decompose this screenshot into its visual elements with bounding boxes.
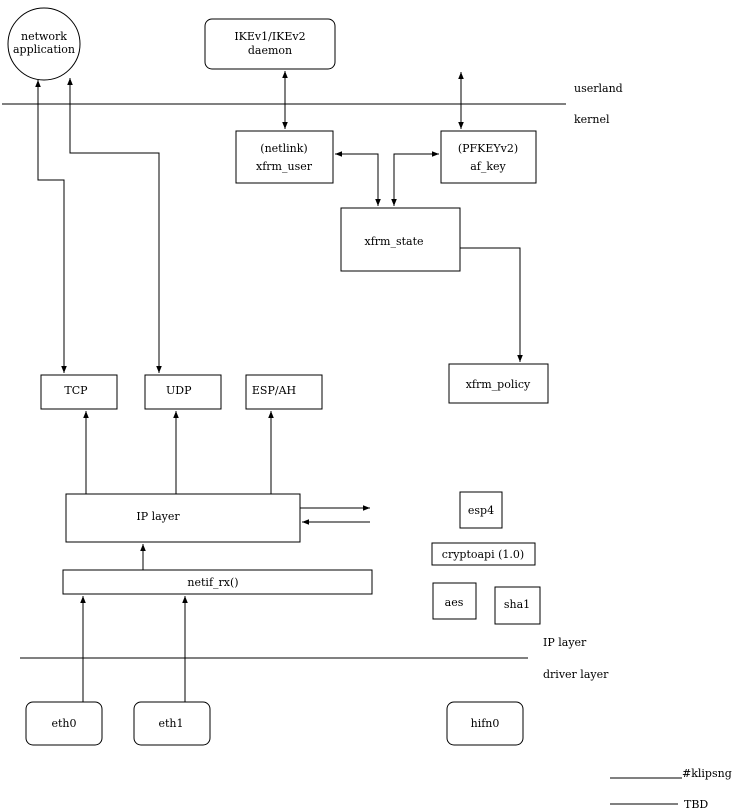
udp-label: UDP xyxy=(166,384,192,397)
eth0-label: eth0 xyxy=(51,717,76,730)
xfrm-policy-node xyxy=(448,363,549,404)
esp-ah-node xyxy=(245,374,323,410)
userland-label: userland xyxy=(574,82,623,95)
esp-ah-label: ESP/AH xyxy=(252,384,296,397)
udp-node xyxy=(144,374,222,410)
tcp-label: TCP xyxy=(64,384,88,397)
network-application-label-line1: network xyxy=(21,30,67,43)
ip-layer-label: IP layer xyxy=(543,636,587,649)
eth1-node xyxy=(133,701,211,746)
driver-layer-label: driver layer xyxy=(543,668,609,681)
af-key-label-line1: (PFKEYv2) xyxy=(458,142,518,155)
ike-daemon-label-line2: daemon xyxy=(248,44,292,57)
xfrm-state-node xyxy=(340,207,461,272)
xfrm-user-state-arrow xyxy=(335,151,381,206)
hifn0-node xyxy=(446,701,524,746)
legend-klipsng-label: #klipsng xyxy=(682,767,732,780)
app-udp-arrow xyxy=(67,78,162,373)
xfrm-user-node xyxy=(235,130,334,184)
network-application-label-line2: application xyxy=(13,43,75,56)
app-tcp-arrow xyxy=(35,80,67,373)
af-key-label-line2: af_key xyxy=(470,160,506,173)
esp4-node xyxy=(459,491,503,529)
sha1-node xyxy=(494,586,541,625)
cryptoapi-node xyxy=(431,542,536,566)
kernel-label: kernel xyxy=(574,113,610,126)
hifn0-label: hifn0 xyxy=(471,717,500,730)
xfrm-user-label-line1: (netlink) xyxy=(260,142,307,155)
aes-node xyxy=(432,582,477,620)
af-key-node xyxy=(440,130,537,184)
tcp-node xyxy=(40,374,118,410)
ip-layer-node xyxy=(65,493,301,543)
af-key-state-arrow xyxy=(391,151,439,206)
aes-label: aes xyxy=(445,596,464,609)
legend-tbd-label: TBD xyxy=(684,798,708,811)
esp4-label: esp4 xyxy=(468,504,494,517)
xfrm-policy-label: xfrm_policy xyxy=(466,378,531,391)
eth1-label: eth1 xyxy=(158,717,183,730)
ike-daemon-label-line1: IKEv1/IKEv2 xyxy=(234,30,305,43)
cryptoapi-label: cryptoapi (1.0) xyxy=(442,548,524,561)
state-policy-arrow xyxy=(460,247,523,362)
eth0-node xyxy=(25,701,103,746)
netif-rx-node xyxy=(62,569,373,595)
xfrm-state-label: xfrm_state xyxy=(364,235,423,248)
ip-layer-node-label: IP layer xyxy=(136,510,180,523)
sha1-label: sha1 xyxy=(504,598,530,611)
ike-daemon-node xyxy=(204,18,336,70)
netif-rx-label: netif_rx() xyxy=(187,576,238,589)
xfrm-user-label-line2: xfrm_user xyxy=(256,160,313,173)
